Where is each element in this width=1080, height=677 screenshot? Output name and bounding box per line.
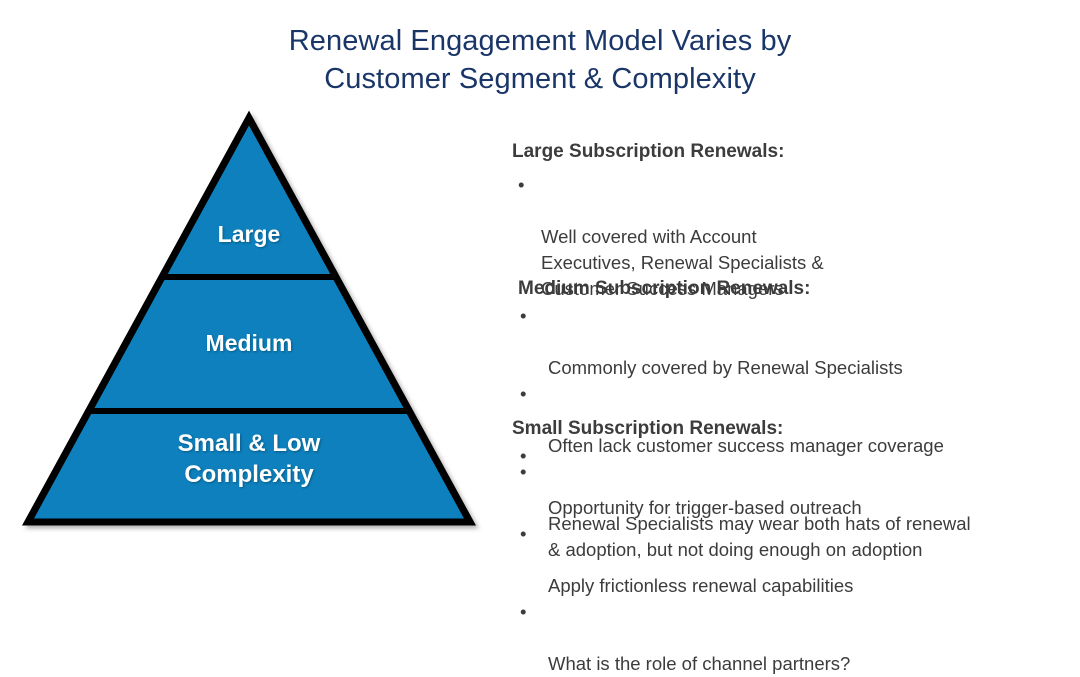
page-title-line-1: Renewal Engagement Model Varies by <box>288 25 792 57</box>
bullet-item: • Renewal Specialists may wear both hats… <box>505 459 1061 563</box>
bullet-dot-icon: • <box>520 305 527 326</box>
bullet-text: Commonly covered by Renewal Specialists <box>548 357 903 378</box>
bullet-text: Well covered with Account Executives, Re… <box>541 226 824 299</box>
bullet-text: What is the role of channel partners? <box>548 653 851 674</box>
bullet-item: • Commonly covered by Renewal Specialist… <box>505 303 1061 381</box>
bullet-list-large: • Well covered with Account Executives, … <box>505 172 1061 302</box>
page-title: Renewal Engagement Model Varies by Custo… <box>0 22 1080 98</box>
bullet-dot-icon: • <box>520 461 527 482</box>
bullet-dot-icon: • <box>520 601 527 622</box>
bullet-text: Opportunity for trigger-based outreach <box>548 497 862 518</box>
bullet-dot-icon: • <box>520 523 527 544</box>
bullet-item: • Well covered with Account Executives, … <box>505 172 1061 302</box>
content-heading-medium: Medium Subscription Renewals: <box>518 278 811 299</box>
bullet-dot-icon: • <box>518 174 525 195</box>
content-block-small: Small Subscription Renewals: • Opportuni… <box>505 417 1061 677</box>
pyramid-svg <box>22 110 476 526</box>
bullet-text: Apply frictionless renewal capabilities <box>548 575 854 596</box>
bullet-list-medium: • Commonly covered by Renewal Specialist… <box>505 303 1061 563</box>
bullet-dot-icon: • <box>520 445 527 466</box>
bullet-item: • What is the role of channel partners? <box>505 599 1061 677</box>
content-block-medium: Medium Subscription Renewals: • Commonly… <box>505 277 1061 563</box>
page-title-line-2: Customer Segment & Complexity <box>324 63 756 95</box>
bullet-list-small: • Opportunity for trigger-based outreach… <box>505 443 1061 677</box>
bullet-dot-icon: • <box>520 383 527 404</box>
bullet-text: Often lack customer success manager cove… <box>548 435 944 456</box>
bullet-text: Renewal Specialists may wear both hats o… <box>548 513 971 560</box>
pyramid-diagram: Large Medium Small & Low Complexity <box>18 108 480 533</box>
bullet-item: • Apply frictionless renewal capabilitie… <box>505 521 1061 599</box>
content-block-large: Large Subscription Renewals: • Well cove… <box>505 140 1061 302</box>
content-heading-small: Small Subscription Renewals: <box>512 418 784 439</box>
bullet-item: • Often lack customer success manager co… <box>505 381 1061 459</box>
pyramid-outline-overlay <box>22 110 476 526</box>
bullet-item: • Opportunity for trigger-based outreach <box>505 443 1061 521</box>
pyramid-outline <box>22 110 476 526</box>
content-heading-large: Large Subscription Renewals: <box>512 141 785 162</box>
